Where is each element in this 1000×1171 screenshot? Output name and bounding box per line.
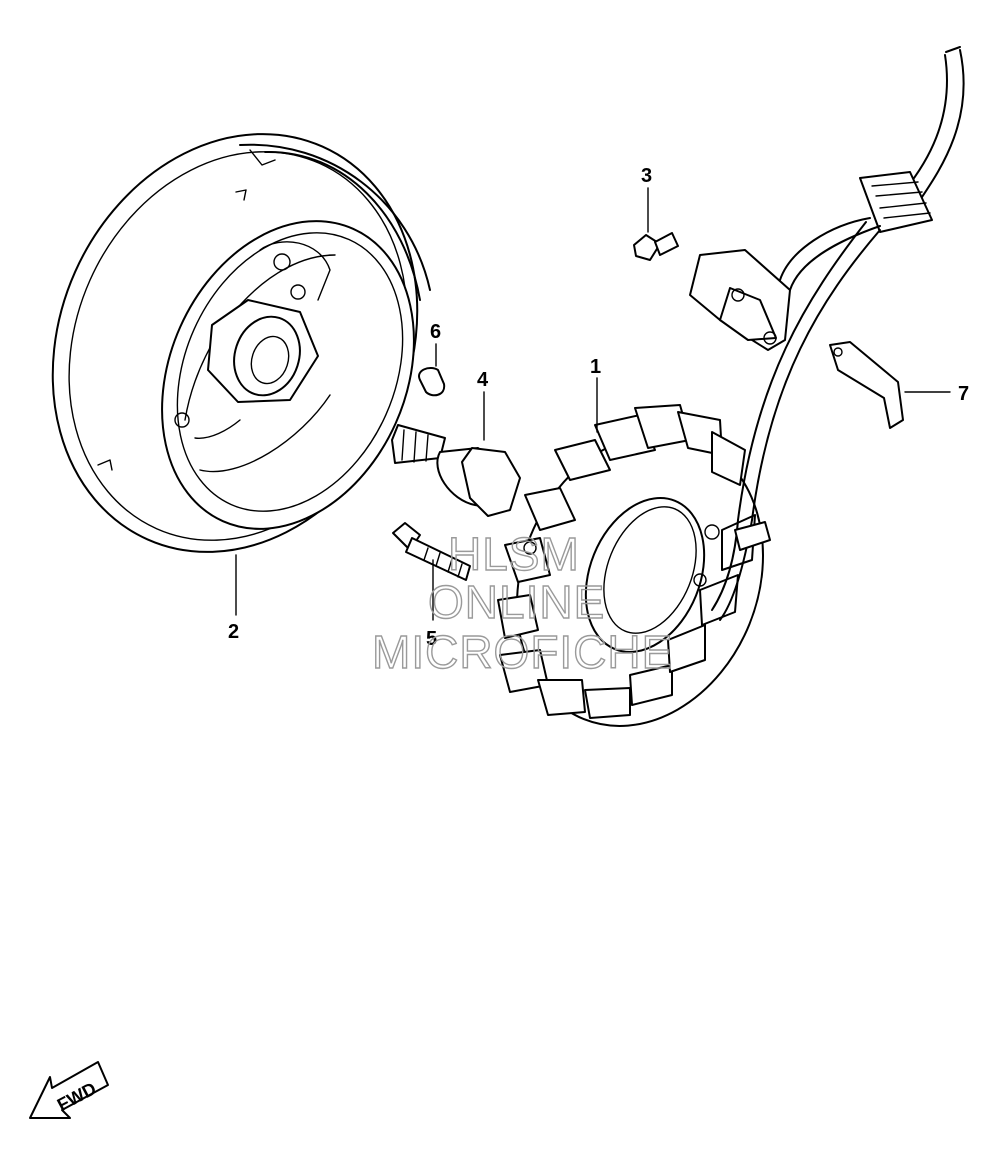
callout-6: 6 — [430, 321, 441, 343]
watermark-line-2: ONLINE — [428, 576, 605, 628]
clamp-part[interactable] — [829, 341, 951, 429]
callout-7: 7 — [958, 383, 969, 405]
rotor-bolt-part[interactable] — [391, 391, 521, 517]
pickup-coil — [689, 249, 791, 351]
callout-5: 5 — [426, 628, 437, 650]
fwd-arrow: FWD — [29, 1061, 109, 1119]
watermark-line-3: MICROFICHE — [372, 626, 673, 678]
callout-1: 1 — [590, 356, 601, 378]
screw-part[interactable] — [392, 522, 471, 621]
wire-harness — [711, 46, 965, 621]
pickup-screw-part[interactable] — [633, 187, 679, 261]
callout-3: 3 — [641, 165, 652, 187]
callout-4: 4 — [477, 369, 489, 391]
rotor-part[interactable] — [0, 75, 482, 616]
key-part[interactable] — [418, 343, 446, 397]
stator-part[interactable] — [474, 377, 805, 763]
watermark-line-1: HLSM — [448, 528, 580, 580]
callout-2: 2 — [228, 621, 239, 643]
